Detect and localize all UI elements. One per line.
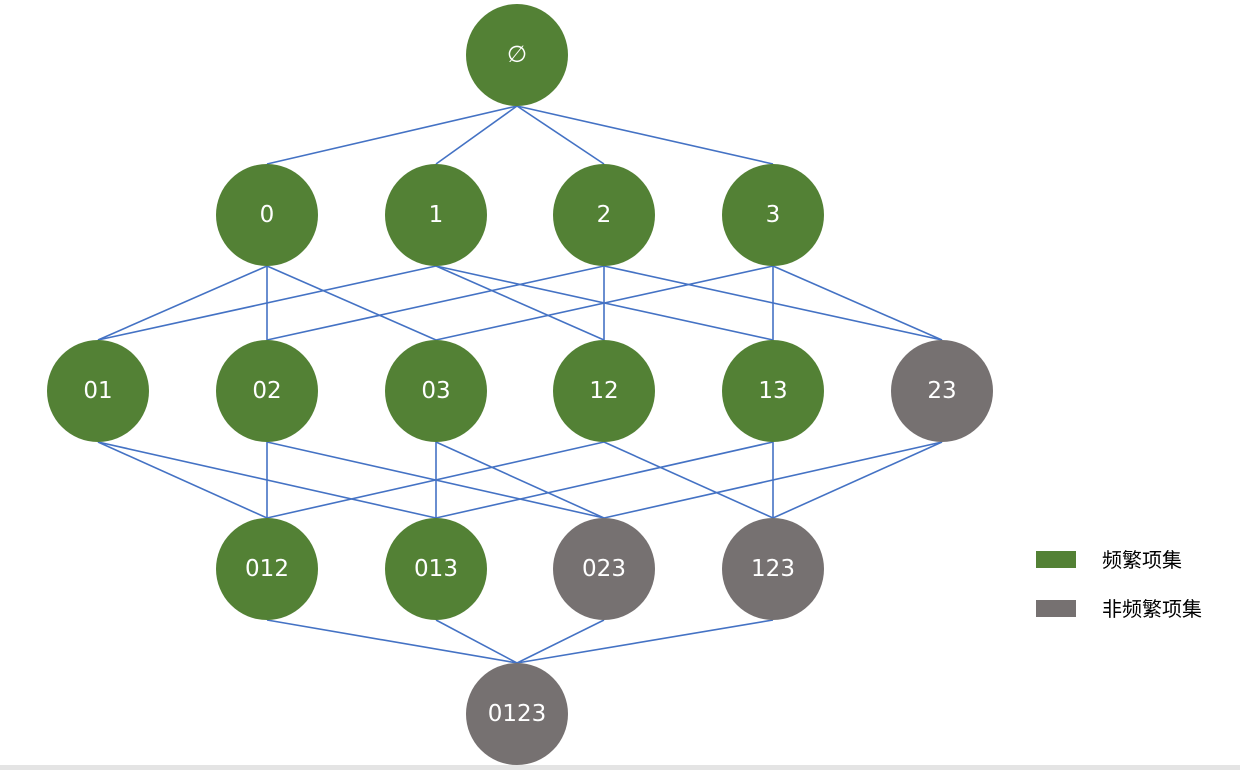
itemset-circle-13 xyxy=(722,340,824,442)
itemset-node-3: 3 xyxy=(722,164,824,266)
edge-13-013 xyxy=(435,441,774,519)
edge-12-012 xyxy=(266,441,605,519)
itemset-circle-1 xyxy=(385,164,487,266)
edge-2-02 xyxy=(266,265,605,341)
itemset-circle-empty xyxy=(466,4,568,106)
legend-label-frequent: 频繁项集 xyxy=(1102,548,1182,572)
itemset-label-03: 03 xyxy=(421,378,450,404)
edge-empty-0 xyxy=(266,105,518,165)
edge-0-01 xyxy=(97,265,268,341)
itemset-label-1: 1 xyxy=(429,202,444,228)
itemset-label-empty: ∅ xyxy=(507,42,527,68)
itemset-node-empty: ∅ xyxy=(466,4,568,106)
itemset-node-02: 02 xyxy=(216,340,318,442)
edge-01-012 xyxy=(97,441,268,519)
itemset-node-1: 1 xyxy=(385,164,487,266)
itemset-circle-023 xyxy=(553,518,655,620)
itemset-label-23: 23 xyxy=(927,378,956,404)
itemset-circle-23 xyxy=(891,340,993,442)
itemset-label-02: 02 xyxy=(252,378,281,404)
itemset-label-0123: 0123 xyxy=(488,701,547,727)
itemset-circle-3 xyxy=(722,164,824,266)
itemset-node-03: 03 xyxy=(385,340,487,442)
itemset-circle-0123 xyxy=(466,663,568,765)
edge-0-03 xyxy=(266,265,437,341)
legend-item-infrequent: 非频繁项集 xyxy=(1036,597,1202,621)
edge-023-0123 xyxy=(516,619,605,664)
edge-empty-2 xyxy=(516,105,605,165)
itemset-circle-013 xyxy=(385,518,487,620)
legend: 频繁项集 非频繁项集 xyxy=(1036,548,1202,621)
itemset-label-123: 123 xyxy=(751,556,795,582)
itemset-circle-2 xyxy=(553,164,655,266)
itemset-label-2: 2 xyxy=(597,202,612,228)
itemset-circle-02 xyxy=(216,340,318,442)
edge-123-0123 xyxy=(516,619,774,664)
itemset-label-012: 012 xyxy=(245,556,289,582)
itemset-node-0: 0 xyxy=(216,164,318,266)
itemset-node-2: 2 xyxy=(553,164,655,266)
itemset-node-012: 012 xyxy=(216,518,318,620)
itemset-label-013: 013 xyxy=(414,556,458,582)
itemset-node-023: 023 xyxy=(553,518,655,620)
itemset-circle-0 xyxy=(216,164,318,266)
edge-12-123 xyxy=(603,441,774,519)
edge-empty-1 xyxy=(435,105,518,165)
edge-3-03 xyxy=(435,265,774,341)
edge-1-01 xyxy=(97,265,437,341)
itemset-node-123: 123 xyxy=(722,518,824,620)
legend-swatch-infrequent xyxy=(1036,600,1076,617)
edge-012-0123 xyxy=(266,619,518,664)
itemset-node-0123: 0123 xyxy=(466,663,568,765)
edge-layer xyxy=(97,105,943,664)
edge-23-123 xyxy=(772,441,943,519)
bottom-divider xyxy=(0,765,1240,770)
itemset-label-0: 0 xyxy=(260,202,275,228)
itemset-circle-12 xyxy=(553,340,655,442)
edge-013-0123 xyxy=(435,619,518,664)
legend-label-infrequent: 非频繁项集 xyxy=(1102,597,1202,621)
itemset-label-023: 023 xyxy=(582,556,626,582)
edge-3-23 xyxy=(772,265,943,341)
itemset-node-13: 13 xyxy=(722,340,824,442)
itemset-circle-123 xyxy=(722,518,824,620)
itemset-label-12: 12 xyxy=(589,378,618,404)
itemset-circle-01 xyxy=(47,340,149,442)
edge-empty-3 xyxy=(516,105,774,165)
edge-23-023 xyxy=(603,441,943,519)
itemset-node-013: 013 xyxy=(385,518,487,620)
itemset-circle-03 xyxy=(385,340,487,442)
itemset-node-23: 23 xyxy=(891,340,993,442)
legend-swatch-frequent xyxy=(1036,551,1076,568)
itemset-circle-012 xyxy=(216,518,318,620)
edge-1-12 xyxy=(435,265,605,341)
itemset-label-3: 3 xyxy=(766,202,781,228)
itemset-node-12: 12 xyxy=(553,340,655,442)
itemset-node-01: 01 xyxy=(47,340,149,442)
itemset-label-13: 13 xyxy=(758,378,787,404)
legend-item-frequent: 频繁项集 xyxy=(1036,548,1182,572)
edge-03-023 xyxy=(435,441,605,519)
itemset-label-01: 01 xyxy=(83,378,112,404)
